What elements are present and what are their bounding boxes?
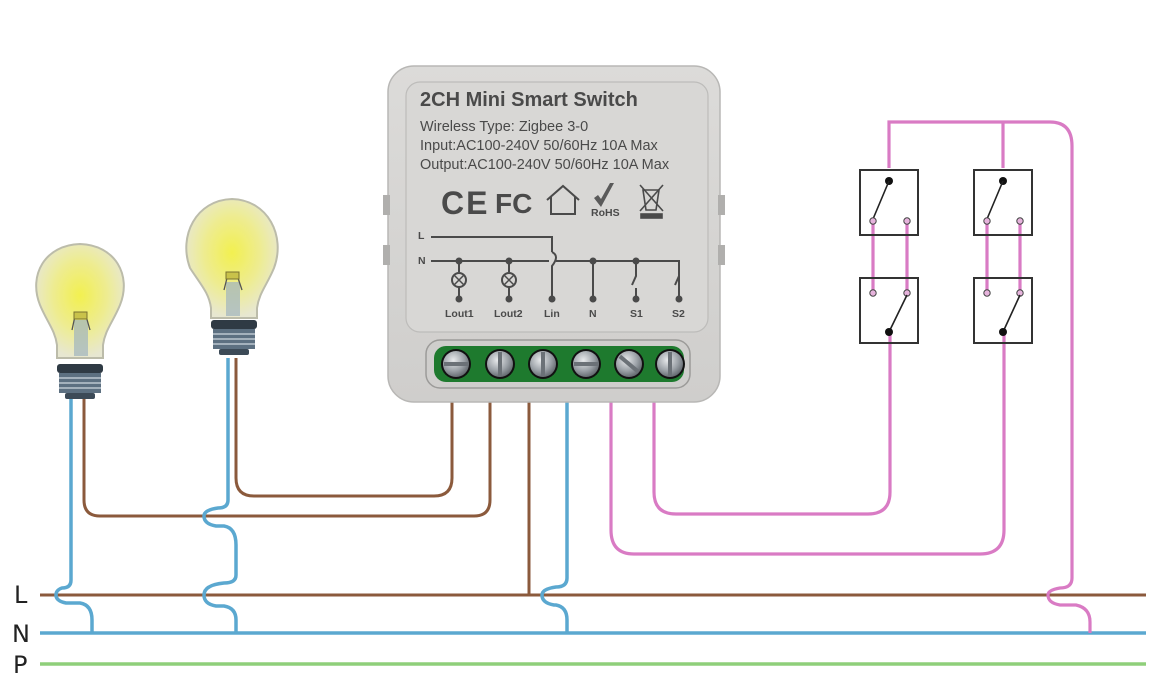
weee-bin-icon [639, 184, 664, 219]
terminal-label-lin: Lin [544, 308, 560, 320]
wire-bulb1-neutral [54, 398, 94, 633]
schematic-label-n: N [418, 255, 426, 267]
screw-s2[interactable] [655, 349, 685, 379]
device-schematic: L N [418, 230, 683, 303]
two-way-switches [859, 169, 1033, 344]
switch-bottom-right[interactable] [973, 277, 1033, 344]
terminal-label-lout2: Lout2 [494, 308, 523, 320]
home-icon [546, 184, 580, 215]
fcc-mark-icon: FC [495, 188, 532, 219]
spec-input: Input:AC100-240V 50/60Hz 10A Max [420, 138, 659, 154]
terminal-labels: Lout1 Lout2 Lin N S1 S2 [445, 308, 685, 320]
screw-lout2[interactable] [485, 349, 515, 379]
wire-bulb2-lout1 [234, 358, 454, 498]
terminal-label-s2: S2 [672, 308, 685, 320]
schematic-label-l: L [418, 230, 425, 242]
terminal-label-lout1: Lout1 [445, 308, 474, 320]
wire-s1-switch1 [652, 335, 892, 516]
bus-label-n: N [12, 620, 30, 648]
light-bulb-1 [35, 242, 125, 399]
switch-top-right[interactable] [973, 169, 1033, 236]
device-label-panel [405, 81, 709, 333]
wire-n-terminal-bus [540, 400, 569, 633]
ce-mark-icon: CE [441, 185, 489, 221]
terminal-label-n: N [589, 308, 597, 320]
spec-wireless: Wireless Type: Zigbee 3-0 [420, 119, 588, 135]
neutral-wires [54, 358, 569, 633]
svg-text:RoHS: RoHS [591, 207, 620, 219]
wire-bulb1-lout2 [82, 398, 492, 518]
switch-top-left[interactable] [859, 169, 919, 236]
device-title: 2CH Mini Smart Switch [420, 89, 638, 111]
wire-switch-common-n [887, 120, 1092, 633]
screw-lout1[interactable] [441, 349, 471, 379]
wire-bulb2-neutral [202, 358, 238, 633]
screw-lin[interactable] [528, 349, 558, 379]
light-bulb-2 [185, 197, 279, 355]
bus-label-p: P [13, 651, 27, 679]
switch-wires [609, 120, 1092, 633]
screw-s1[interactable] [614, 349, 644, 379]
switch-bottom-left[interactable] [859, 277, 919, 344]
bus-lines: L N P [12, 581, 1146, 679]
spec-output: Output:AC100-240V 50/60Hz 10A Max [420, 157, 670, 173]
certification-marks: CE FC RoHS [441, 183, 664, 221]
smart-switch-module[interactable]: 2CH Mini Smart Switch Wireless Type: Zig… [383, 65, 725, 403]
bus-label-l: L [14, 581, 28, 609]
terminal-screws [441, 349, 685, 379]
rohs-check-icon: RoHS [591, 183, 620, 219]
wire-s2-switch2 [609, 335, 1006, 556]
terminal-label-s1: S1 [630, 308, 643, 320]
screw-n[interactable] [571, 349, 601, 379]
live-wires [82, 358, 531, 595]
